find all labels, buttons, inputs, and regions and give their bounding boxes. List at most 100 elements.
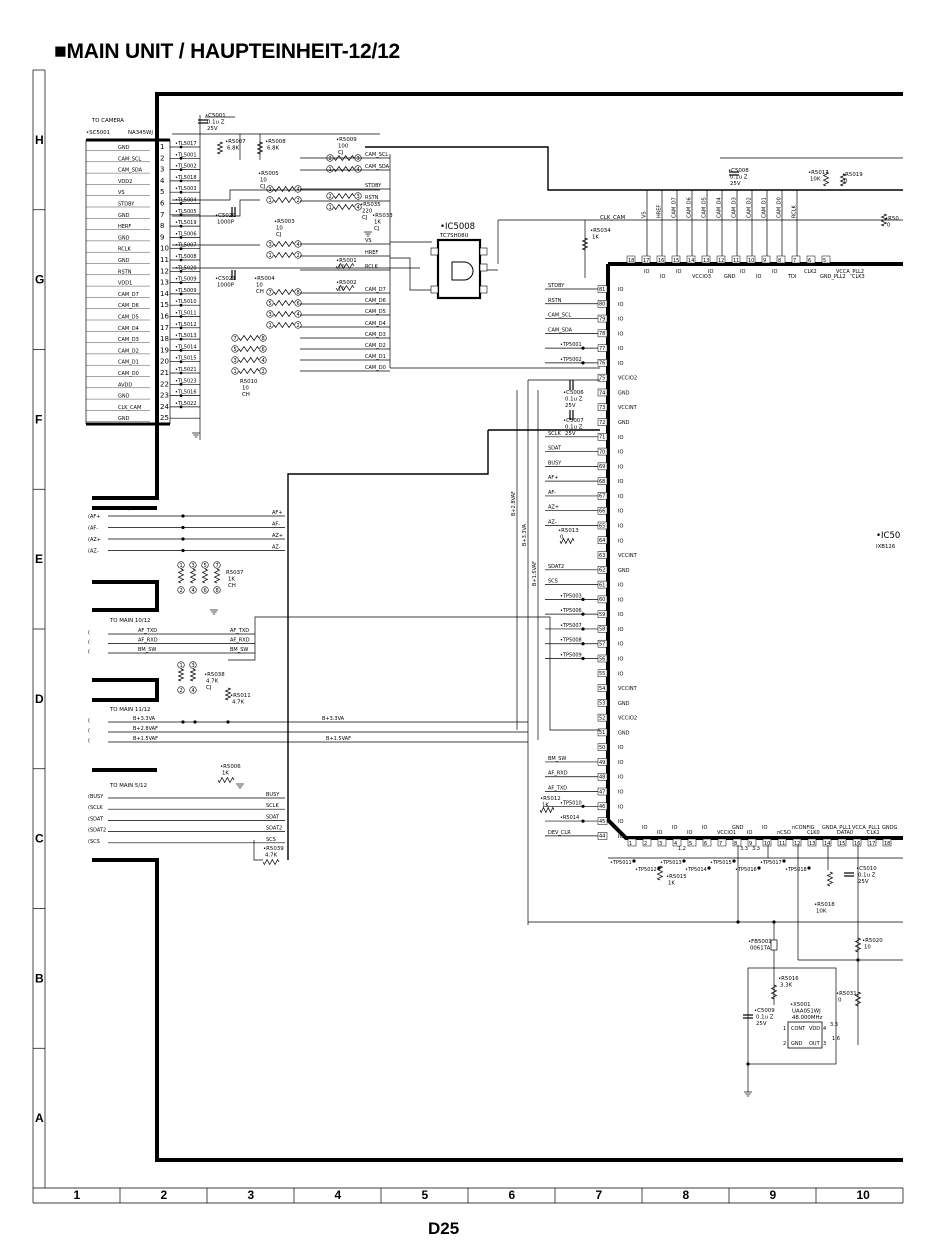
ic-bottom-pin-number: 14 bbox=[824, 841, 830, 847]
ic-top-pin-number: 10 bbox=[748, 258, 754, 264]
top-signal-label: CAM_D5 bbox=[702, 197, 708, 218]
ic-top-pin-function: TDI bbox=[787, 274, 796, 280]
group-pin-label: B+1.5VAF bbox=[133, 736, 158, 742]
array-node bbox=[266, 299, 274, 307]
ic-pin-function: IO bbox=[618, 494, 623, 500]
connector-pin-signal: RSTN bbox=[118, 269, 132, 275]
crystal-pin-number: 2 bbox=[783, 1041, 786, 1047]
ferrite-symbol bbox=[770, 939, 778, 951]
top-signal-label: CAM_D7 bbox=[672, 197, 678, 218]
ic-bottom-pin-number: 7 bbox=[719, 841, 722, 847]
passive-ref: •C5001 bbox=[205, 113, 226, 119]
ic-top-pin-box bbox=[806, 255, 816, 264]
array-r5038-value: CJ bbox=[206, 685, 212, 691]
array-node bbox=[354, 203, 362, 211]
top-right-part-value: 0 bbox=[887, 223, 891, 229]
connector-pin-signal: CAM_D3 bbox=[118, 337, 139, 343]
connector-pin-number: 23 bbox=[160, 392, 169, 400]
ic-pin-net-label: •TP5003 bbox=[560, 593, 582, 599]
main-ic-part: IXB126 bbox=[876, 544, 896, 550]
junction-dot bbox=[581, 612, 585, 616]
ic-top-pin-number: 18 bbox=[628, 258, 634, 264]
ic-pin-number: 75 bbox=[599, 375, 605, 381]
connector-pin-number: 6 bbox=[160, 200, 165, 208]
top-signal-label: RCLK bbox=[792, 204, 798, 218]
group-caption: TO MAIN 11/12 bbox=[109, 707, 150, 713]
mid-part-value: 25V bbox=[565, 403, 576, 409]
connector-pin-signal: CAM_SCL bbox=[118, 156, 141, 162]
junction-dot bbox=[807, 866, 811, 870]
resistor-array-ref: •R5035 bbox=[360, 202, 381, 208]
zone-row-label: G bbox=[35, 273, 44, 287]
ic-pin-box bbox=[597, 699, 608, 707]
ic-top-pin-box bbox=[716, 255, 726, 264]
junction-dot bbox=[193, 720, 197, 724]
ic-pin-box bbox=[597, 536, 608, 545]
top-right-part-value: 10K bbox=[810, 177, 821, 183]
resistor-array-ref: •R5009 bbox=[336, 137, 357, 143]
resistor-symbol bbox=[177, 568, 185, 584]
array-node bbox=[354, 192, 362, 200]
group-pin-label: (AF+ bbox=[88, 514, 100, 520]
resistor-symbol bbox=[238, 367, 260, 375]
junction-dot bbox=[581, 346, 585, 350]
mid-part-value: 0.1u Z bbox=[565, 425, 583, 431]
group-pin-label: (AZ- bbox=[88, 549, 99, 555]
ic-pin-box bbox=[597, 551, 608, 559]
array-node bbox=[189, 561, 197, 569]
passive-ref: •R5034 bbox=[590, 228, 611, 234]
ic-pin-net-label: AF_TXD bbox=[548, 786, 567, 792]
junction-dot bbox=[632, 859, 636, 863]
test-land-label: •TL5019 bbox=[175, 220, 197, 226]
test-land-dot bbox=[179, 360, 183, 364]
resistor-r5017 bbox=[822, 171, 830, 187]
resistor-symbol bbox=[177, 668, 185, 682]
array-node-number: 7 bbox=[216, 563, 219, 569]
ic-pin-net-label: •TP5010 bbox=[560, 800, 582, 806]
connector-pin-number: 2 bbox=[160, 154, 164, 162]
ic-bottom-pin-box bbox=[882, 838, 892, 847]
connector-pin-number: 8 bbox=[160, 222, 164, 230]
ic-pin-box bbox=[597, 418, 608, 426]
ic-top-pin-box bbox=[761, 255, 771, 264]
test-land-label: •TL5018 bbox=[175, 175, 197, 181]
array-node-number: 1 bbox=[269, 198, 272, 204]
resistor-array-value: 100 bbox=[338, 144, 349, 150]
test-land-dot bbox=[179, 326, 183, 330]
resistor-r5011-ref: •R5011 bbox=[230, 693, 251, 699]
group-pin-label: (SCLK bbox=[88, 805, 103, 811]
resistor-symbol bbox=[224, 687, 232, 701]
ic-pin-net-label: AF- bbox=[548, 490, 556, 496]
connector-pin-signal: GND bbox=[118, 258, 130, 264]
array-node bbox=[326, 192, 334, 200]
array-node-number: 3 bbox=[357, 156, 360, 162]
resistor-symbol bbox=[273, 240, 295, 248]
resistor-symbol bbox=[333, 192, 355, 200]
group-net-label: AF_RXD bbox=[230, 638, 250, 644]
signal-net-label: RSTN bbox=[365, 195, 379, 201]
ic5008-ref: •IC5008 bbox=[440, 222, 475, 232]
test-land-dot bbox=[179, 405, 183, 409]
test-land-label: •TL5008 bbox=[175, 254, 197, 260]
top-right-part-value: 25V bbox=[730, 181, 741, 187]
array-node bbox=[326, 165, 334, 173]
resistor-array-value: CJ bbox=[338, 150, 344, 156]
array-node-number: 5 bbox=[234, 347, 237, 353]
array-node bbox=[294, 288, 302, 296]
ic-pin-net-label: •TP5006 bbox=[560, 608, 582, 614]
array-node-number: 2 bbox=[180, 588, 183, 594]
board-outline bbox=[92, 92, 903, 1162]
array-node bbox=[259, 356, 267, 364]
group-net-label: AZ- bbox=[272, 545, 281, 551]
mid-part-value: 1K bbox=[542, 803, 549, 809]
ic-pin-function: IO bbox=[618, 287, 623, 293]
resistor-array-value: 220 bbox=[362, 209, 373, 215]
capacitor-c5007 bbox=[569, 410, 574, 420]
array-node bbox=[189, 586, 197, 594]
ic-top-pin-box bbox=[746, 255, 756, 264]
ic-bottom-pin-function: nCONFIG bbox=[792, 825, 815, 831]
junction-dot bbox=[181, 548, 185, 553]
test-land-label: •TL5023 bbox=[175, 378, 197, 384]
